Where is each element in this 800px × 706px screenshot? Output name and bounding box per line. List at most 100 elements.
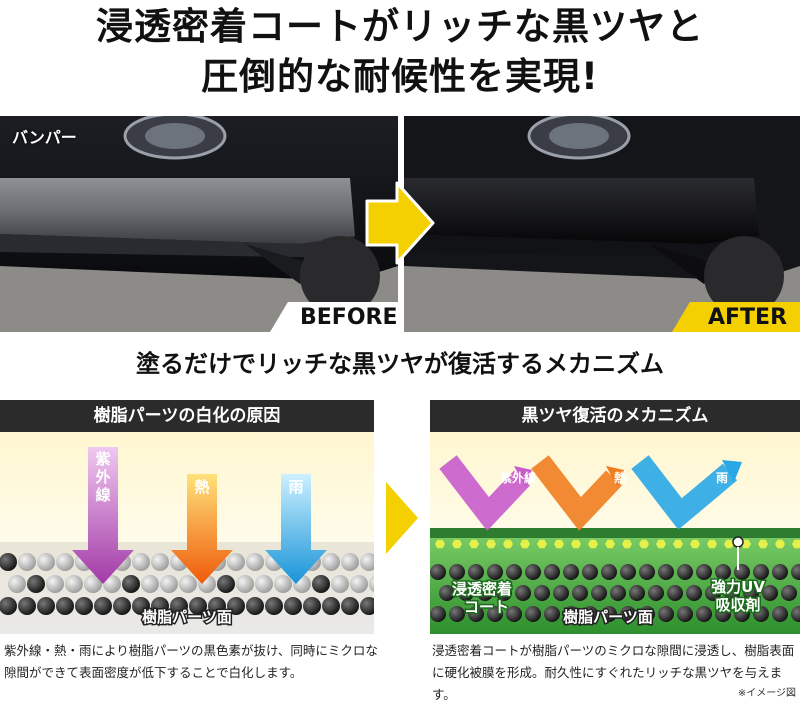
coat-hexagon (724, 539, 734, 549)
resin-particle (791, 606, 800, 622)
resin-particle (217, 575, 235, 593)
resin-particle (610, 585, 626, 601)
resin-particle (274, 575, 292, 593)
resin-particle (141, 575, 159, 593)
resin-particle (458, 585, 474, 601)
resin-particle (18, 597, 36, 615)
coat-hexagon (520, 539, 530, 549)
resin-particle (743, 585, 759, 601)
resin-particle (18, 553, 36, 571)
resin-particle (582, 564, 598, 580)
resin-particle (753, 606, 769, 622)
resin-particle (265, 597, 283, 615)
coat-hexagon (571, 539, 581, 549)
uv-arrow-label: 紫外線 (94, 450, 110, 504)
resin-particle (582, 606, 598, 622)
resin-particle (350, 575, 368, 593)
resin-particle (179, 575, 197, 593)
resin-particle (122, 575, 140, 593)
resin-particle (246, 597, 264, 615)
coat-hexagon (605, 539, 615, 549)
resin-particle (525, 564, 541, 580)
resin-particle (572, 585, 588, 601)
resin-particle (639, 564, 655, 580)
after-label-tag: AFTER (672, 302, 800, 332)
after-photo: AFTER (404, 116, 800, 332)
resin-particle (734, 606, 750, 622)
resin-particle (449, 564, 465, 580)
resin-particle (439, 585, 455, 601)
rain-arrow-label: 雨 (288, 478, 303, 496)
whitening-description-line-2: 隙間ができて表面密度が低下することで白化します。 (4, 665, 303, 680)
resin-particle (331, 575, 349, 593)
resin-particle (591, 585, 607, 601)
resin-particle (208, 597, 226, 615)
coat-hexagon (758, 539, 768, 549)
resin-particle (113, 597, 131, 615)
whitening-description: 紫外線・熱・雨により樹脂パーツの黒色素が抜け、同時にミクロな 隙間ができて表面密… (4, 640, 384, 684)
resin-particle (525, 606, 541, 622)
resin-particle (658, 606, 674, 622)
resin-particle (236, 575, 254, 593)
before-label: BEFORE (300, 305, 398, 330)
resin-particle (563, 606, 579, 622)
resin-particle (246, 553, 264, 571)
resin-particle (658, 564, 674, 580)
part-label: バンパー (12, 128, 77, 147)
whitening-cause-title: 樹脂パーツの白化の原因 (0, 400, 374, 432)
resin-particle (648, 585, 664, 601)
rain-bounce-label: 雨 (716, 471, 728, 485)
mechanism-arrow-icon (386, 482, 418, 554)
resin-particle (686, 585, 702, 601)
resin-particle (639, 606, 655, 622)
coat-hexagon (435, 539, 445, 549)
coat-hexagon (503, 539, 513, 549)
gloss-description: 浸透密着コートが樹脂パーツのミクロな隙間に浸透し、樹脂表面 に硬化被膜を形成。耐… (432, 640, 800, 706)
resin-particle (170, 597, 188, 615)
resin-particle (341, 553, 359, 571)
headline-line-1: 浸透密着コートがリッチな黒ツヤと (96, 5, 704, 48)
after-label: AFTER (708, 305, 788, 330)
coat-hexagon (775, 539, 785, 549)
resin-particle (37, 597, 55, 615)
resin-particle (781, 585, 797, 601)
coat-hexagon (690, 539, 700, 549)
resin-particle (46, 575, 64, 593)
coat-hexagon (554, 539, 564, 549)
resin-particle (667, 585, 683, 601)
resin-particle (544, 606, 560, 622)
coat-hexagon (588, 539, 598, 549)
resin-particle (791, 564, 800, 580)
resin-particle (515, 585, 531, 601)
coat-hexagon (452, 539, 462, 549)
resin-particle (151, 597, 169, 615)
headline-line-2: 圧倒的な耐候性を実現! (201, 55, 599, 98)
resin-particle (227, 597, 245, 615)
resin-particle (487, 606, 503, 622)
before-after-arrow-icon (365, 181, 435, 265)
resin-particle (103, 575, 121, 593)
resin-particle (227, 553, 245, 571)
resin-particle (487, 564, 503, 580)
resin-particle (360, 553, 374, 571)
resin-particle (132, 597, 150, 615)
coat-hexagon (792, 539, 800, 549)
resin-particle (0, 597, 17, 615)
coat-hexagon (622, 539, 632, 549)
resin-particle (0, 553, 17, 571)
coat-hexagon (537, 539, 547, 549)
resin-particle (322, 597, 340, 615)
resin-particle (430, 606, 446, 622)
coat-label: 浸透密着コート (452, 580, 512, 616)
coat-hexagon (656, 539, 666, 549)
resin-particle (563, 564, 579, 580)
resin-surface-label: 樹脂パーツ面 (142, 608, 232, 626)
resin-particle (468, 606, 484, 622)
resin-particle (37, 553, 55, 571)
resin-particle (601, 606, 617, 622)
resin-particle (553, 585, 569, 601)
resin-particle (506, 606, 522, 622)
resin-particle (705, 585, 721, 601)
headline: 浸透密着コートがリッチな黒ツヤと 圧倒的な耐候性を実現! (0, 2, 800, 102)
